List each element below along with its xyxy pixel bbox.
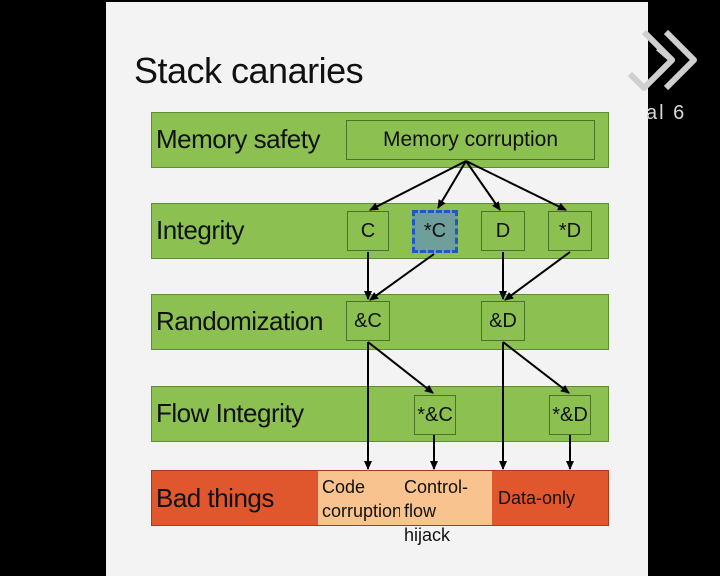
ccc-logo-icon [627, 29, 697, 91]
outcome-code-corruption-line1: Code [322, 477, 366, 497]
arrow-mc-to-star-c [437, 160, 467, 209]
node-amp-c: &C [346, 301, 390, 341]
outcome-code-corruption: Code corruption [318, 471, 403, 525]
outcome-data-only-label: Data-only [498, 488, 576, 508]
arrow-star-c-to-amp-c [369, 253, 435, 301]
node-amp-d: &D [481, 301, 525, 341]
outcome-code-corruption-line2: corruption [322, 501, 403, 521]
arrow-star-d-to-amp-d [504, 251, 571, 301]
node-memory-corruption: Memory corruption [346, 120, 595, 160]
band-label-randomization: Randomization [156, 306, 323, 336]
logo-caption: al 6 [646, 102, 687, 124]
band-flow-integrity [151, 386, 609, 442]
arrow-mc-to-d [465, 160, 501, 211]
arrow-mc-to-star-d [465, 160, 567, 211]
node-star-amp-d: *&D [549, 395, 591, 435]
arrow-amp-d-to-star-amp-d [502, 341, 570, 394]
node-star-c: *C [412, 210, 458, 253]
slide-title: Stack canaries [134, 50, 364, 91]
node-d: D [481, 211, 525, 251]
outcome-control-flow-line2: hijack [404, 525, 451, 545]
outcome-control-flow-line1: Control-flow [404, 477, 469, 521]
band-label-bad-things: Bad things [156, 483, 274, 513]
node-star-d: *D [548, 211, 592, 251]
arrow-amp-c-to-star-amp-c [367, 341, 434, 394]
outcome-data-only: Data-only [492, 471, 608, 525]
outcome-control-flow-hijack: Control-flow hijack [400, 471, 492, 545]
node-star-amp-c: *&C [414, 395, 456, 435]
band-label-flow-integrity: Flow Integrity [156, 398, 304, 428]
band-label-integrity: Integrity [156, 215, 245, 245]
node-c: C [347, 211, 389, 251]
arrow-mc-to-c [369, 160, 467, 211]
band-label-memory-safety: Memory safety [156, 124, 321, 154]
